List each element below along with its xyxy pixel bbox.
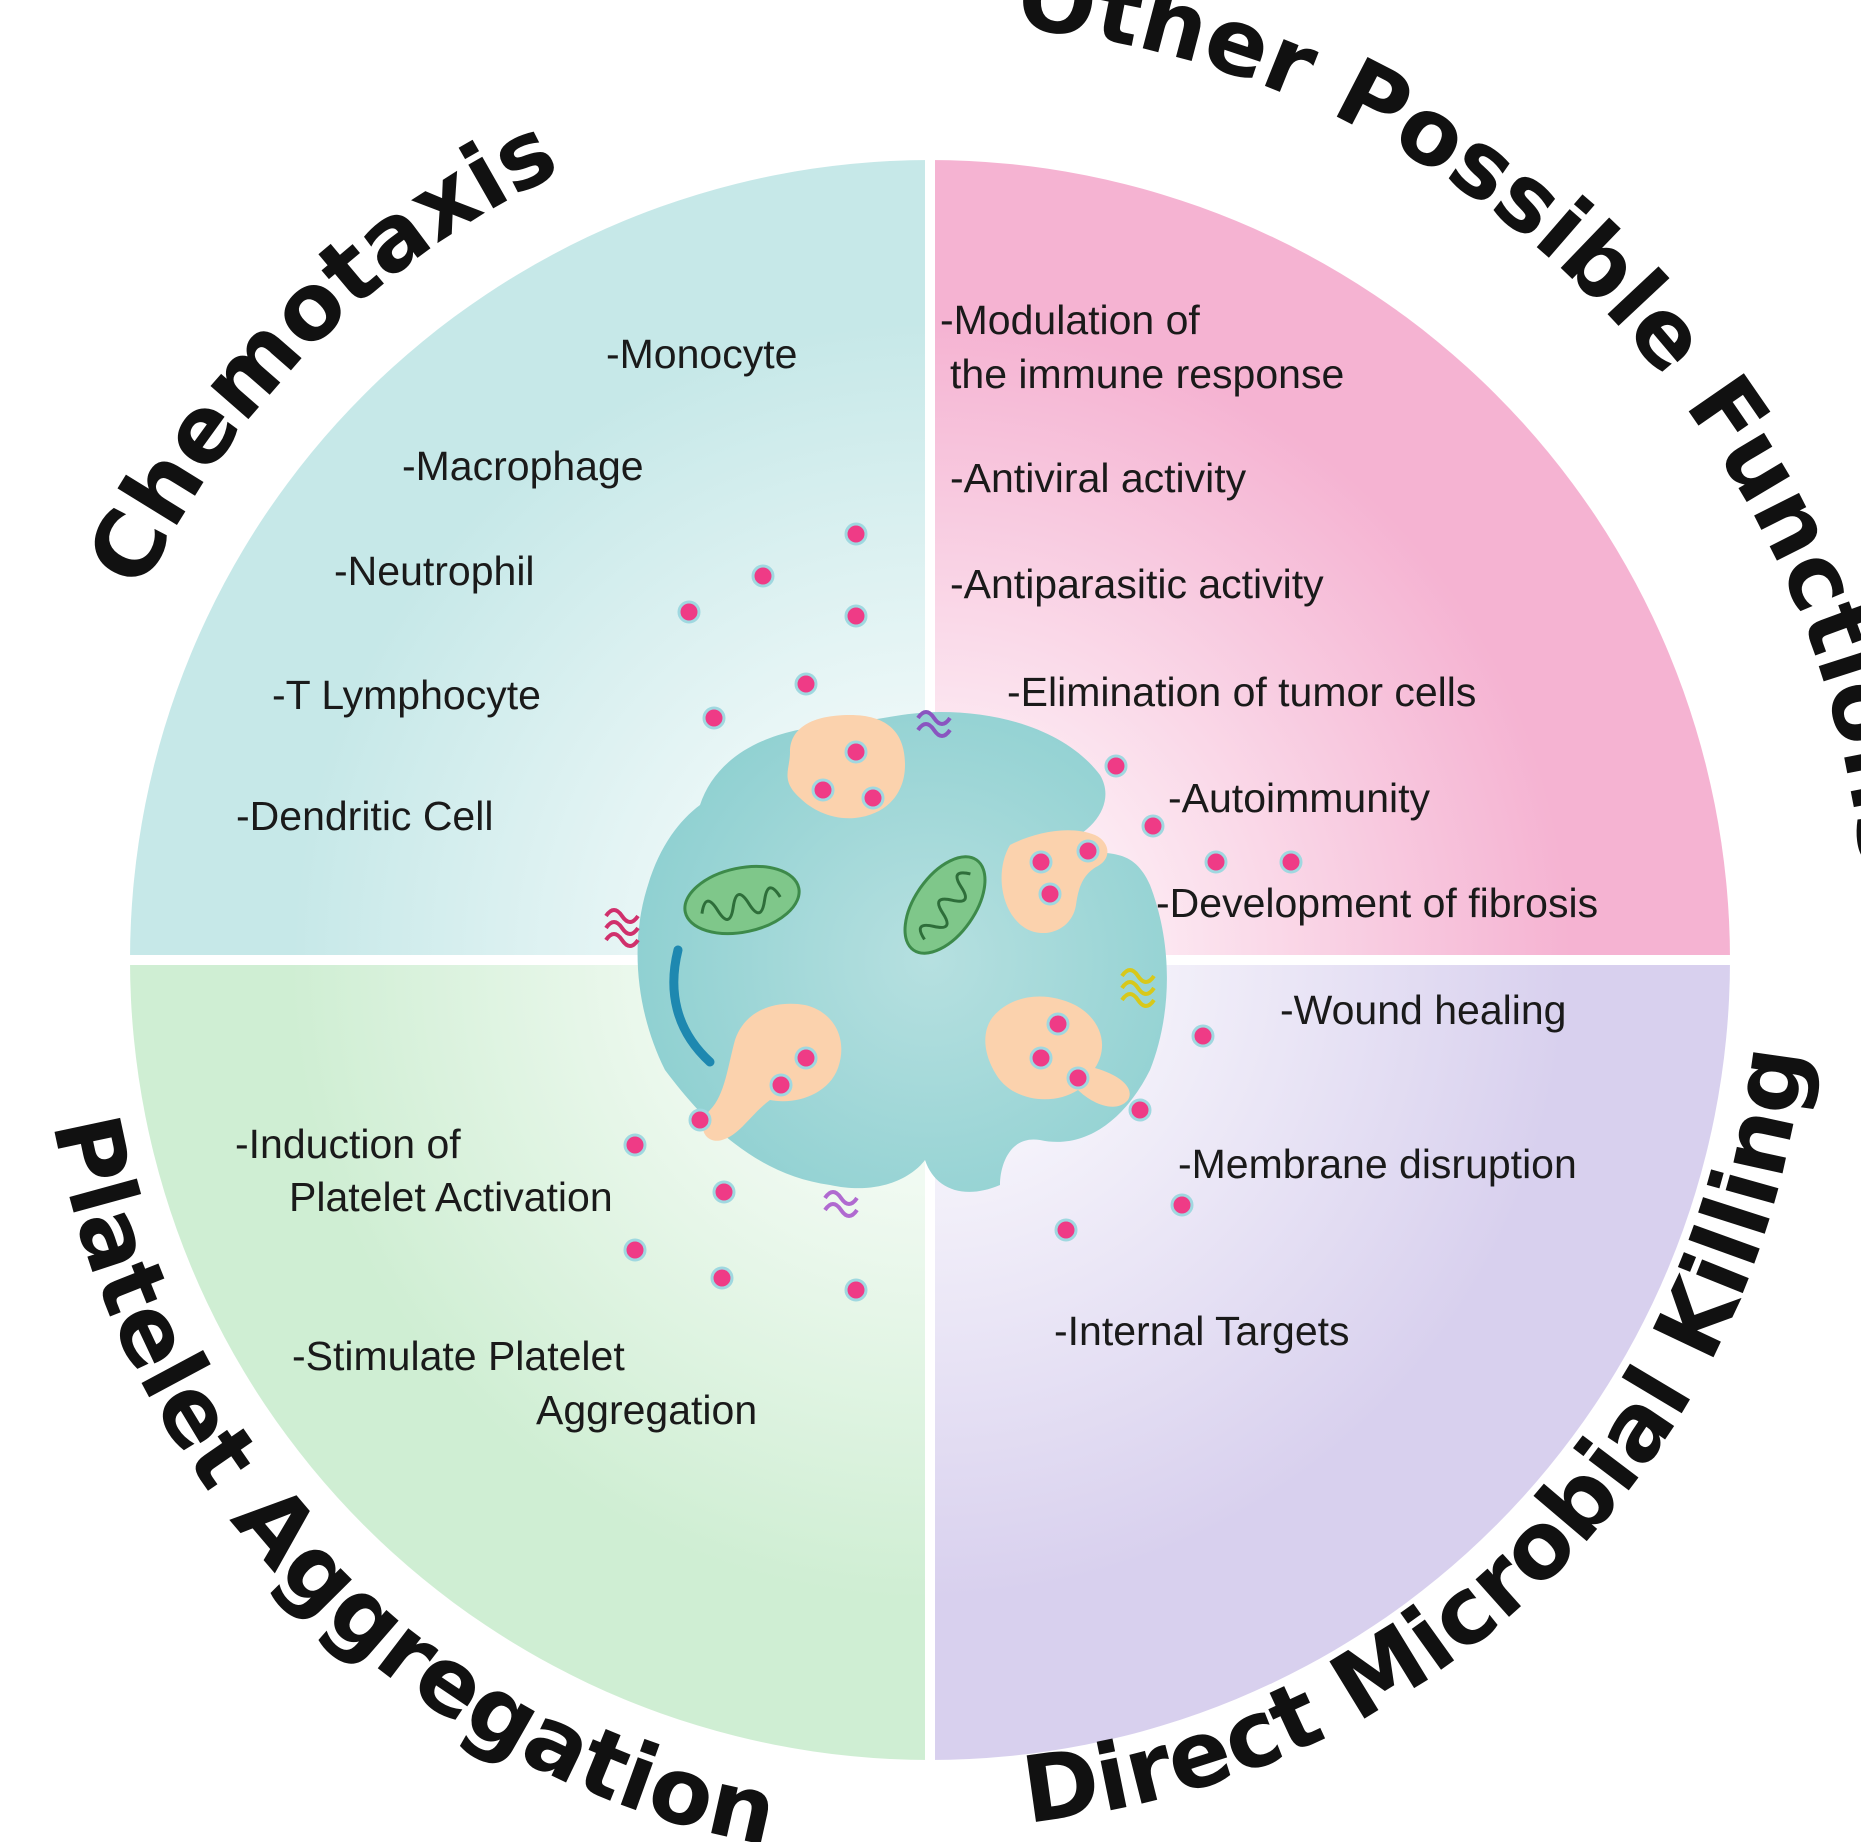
dot	[702, 706, 726, 730]
microbial-item: -Internal Targets	[1054, 1308, 1350, 1354]
dot	[751, 564, 775, 588]
receptor-coil	[604, 908, 640, 948]
quadrant-chemotaxis	[130, 160, 930, 960]
cell-granule	[985, 996, 1130, 1107]
dot	[794, 1046, 818, 1070]
dot	[1279, 850, 1303, 874]
chemotaxis-item: -Neutrophil	[334, 548, 535, 594]
dot	[712, 1180, 736, 1204]
platelet-item: -Induction of	[235, 1121, 461, 1167]
dot	[1076, 839, 1100, 863]
chemotaxis-item: -Monocyte	[606, 331, 797, 377]
dot	[710, 1266, 734, 1290]
dot	[811, 778, 835, 802]
secreted-granule-dots	[623, 522, 1303, 1302]
dot	[1029, 1046, 1053, 1070]
dot	[1204, 850, 1228, 874]
microtubule	[669, 945, 715, 1067]
mitochondrion	[903, 855, 987, 955]
dot	[1128, 1098, 1152, 1122]
cell-granule	[702, 1003, 842, 1141]
dot	[844, 1278, 868, 1302]
dot	[1046, 1012, 1070, 1036]
other-function-item: -Antiviral activity	[950, 455, 1247, 501]
dot	[1191, 1024, 1215, 1048]
quadrant-other-functions	[930, 160, 1730, 960]
other-function-item: -Development of fibrosis	[1156, 880, 1598, 926]
receptor-coil	[1120, 968, 1156, 1008]
microbial-item: -Membrane disruption	[1178, 1141, 1577, 1187]
dot	[1104, 754, 1128, 778]
platelet-item: -Stimulate Platelet	[292, 1333, 625, 1379]
dot	[1054, 1218, 1078, 1242]
dot	[677, 600, 701, 624]
dot	[623, 1238, 647, 1262]
dot	[1029, 850, 1053, 874]
platelet-item: Aggregation	[536, 1387, 757, 1433]
dot	[769, 1073, 793, 1097]
mitochondrion	[683, 864, 801, 936]
dot	[1170, 1193, 1194, 1217]
other-function-item: -Antiparasitic activity	[950, 561, 1324, 607]
chemotaxis-item: -Dendritic Cell	[236, 793, 493, 839]
chemotaxis-item: -Macrophage	[402, 443, 644, 489]
platelet-cell	[604, 710, 1167, 1218]
dot	[844, 522, 868, 546]
mitochondrion-cristae	[700, 886, 782, 921]
receptor-coil	[823, 1190, 859, 1218]
other-function-item: the immune response	[950, 351, 1344, 397]
dot	[794, 672, 818, 696]
dot	[688, 1108, 712, 1132]
dot	[861, 786, 885, 810]
dot	[623, 1133, 647, 1157]
platelet-item: Platelet Activation	[289, 1174, 613, 1220]
quadrant-platelet-aggregation	[130, 960, 930, 1760]
dot	[1141, 814, 1165, 838]
quadrant-microbial-killing	[930, 960, 1730, 1760]
dot	[844, 604, 868, 628]
dot	[1038, 882, 1062, 906]
dot	[1066, 1066, 1090, 1090]
microbial-item: -Wound healing	[1280, 987, 1566, 1033]
chemotaxis-item: -T Lymphocyte	[272, 672, 541, 718]
other-function-item: -Autoimmunity	[1168, 775, 1431, 821]
other-function-item: -Modulation of	[940, 297, 1200, 343]
receptor-coil	[916, 710, 952, 738]
dot	[844, 740, 868, 764]
other-function-item: -Elimination of tumor cells	[1007, 669, 1476, 715]
mitochondrion-cristae	[918, 871, 971, 941]
